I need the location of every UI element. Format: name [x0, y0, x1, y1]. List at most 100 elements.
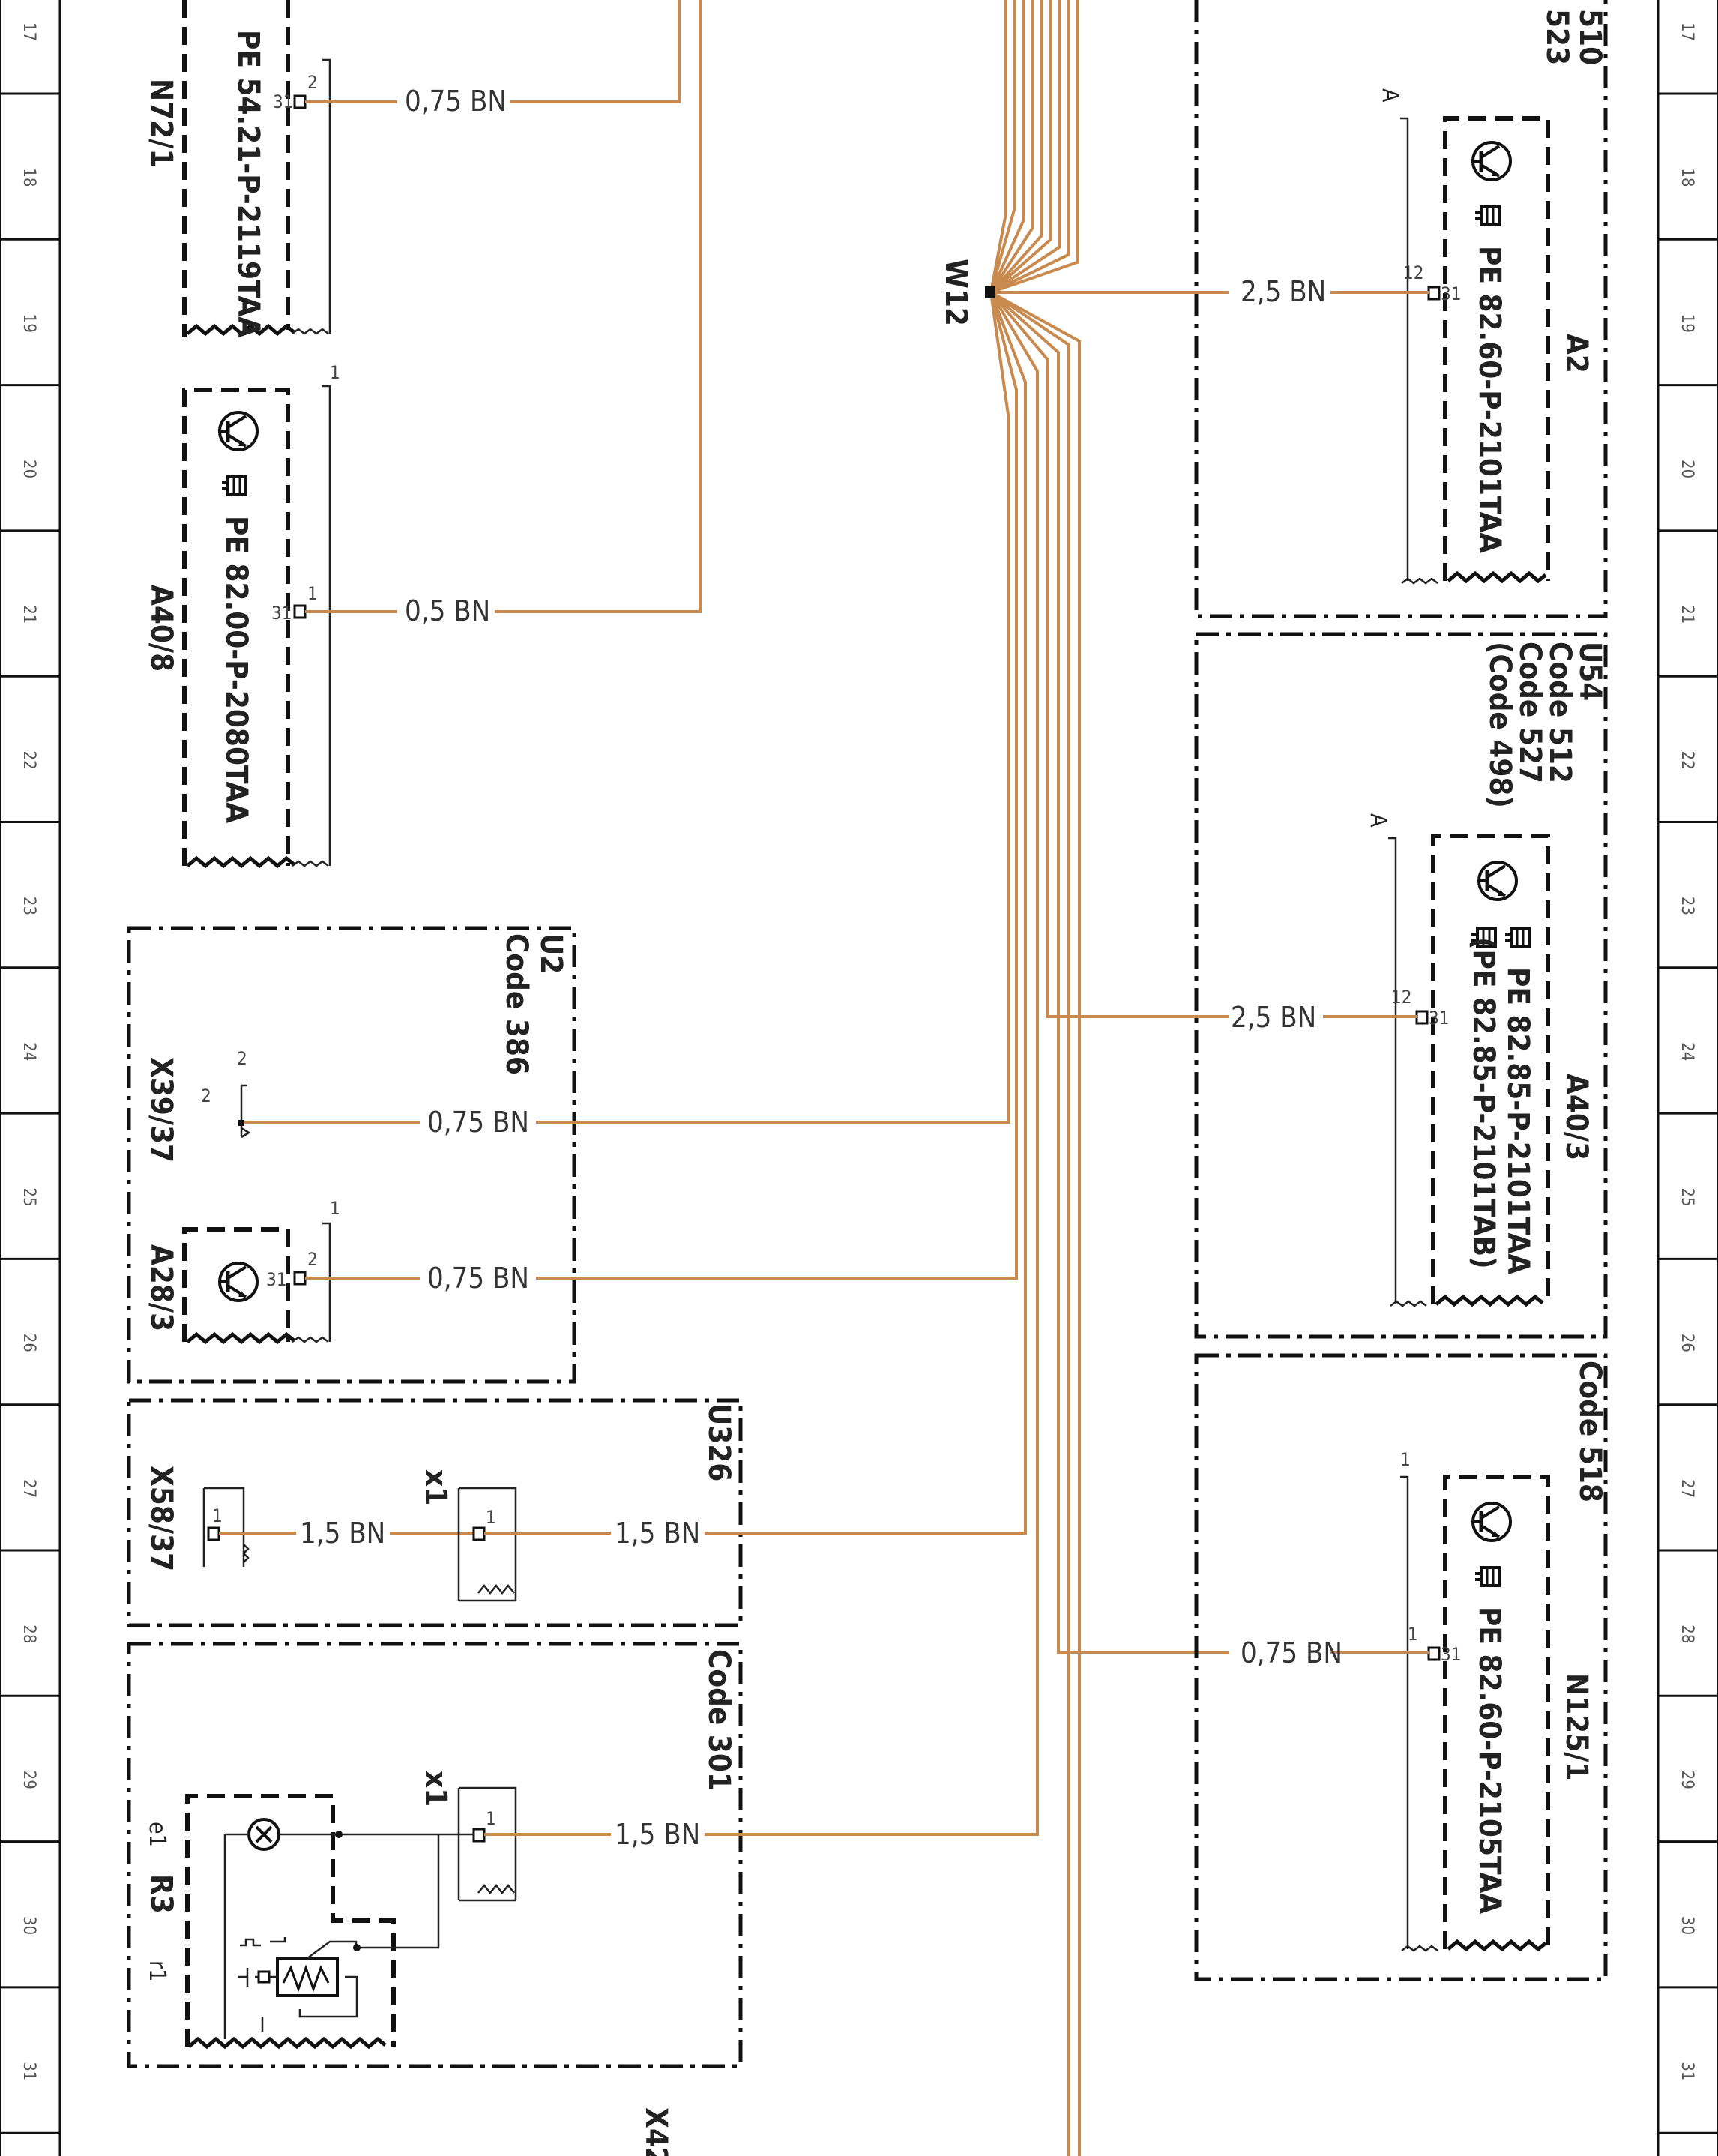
box-code: Code 386 — [499, 933, 534, 1075]
pin-label: 12 — [1403, 262, 1423, 283]
pin-label: 1 — [486, 1507, 496, 1528]
ruler-label: 30 — [19, 1916, 38, 1935]
pin-label: 12 — [1391, 987, 1411, 1008]
ref-label: X39/37 — [144, 1057, 178, 1163]
ruler-label: 25 — [1678, 1187, 1696, 1206]
ref-label: R3 — [144, 1874, 178, 1914]
wire-label: 2,5 BN — [1241, 275, 1326, 308]
wire-label: 2,5 BN — [1231, 1001, 1316, 1034]
wire-label: 0,75 BN — [427, 1262, 529, 1295]
ruler-label: 30 — [1678, 1916, 1696, 1935]
tag-label: A — [1365, 813, 1391, 828]
ruler-label: 29 — [19, 1771, 38, 1789]
wire-label: 1,5 BN — [615, 1818, 700, 1851]
ruler-label: 17 — [19, 22, 38, 41]
ref-label: N125/1 — [1559, 1673, 1594, 1780]
ruler-label: 26 — [19, 1334, 38, 1352]
box-u2: U2 Code 386 2 2 0,75 BN X39/37 31 2 1 0,… — [127, 926, 1016, 1384]
pin-label: 31 — [271, 603, 292, 624]
wire-label: 1,5 BN — [615, 1517, 700, 1550]
pin-label: 31 — [1441, 1644, 1461, 1665]
component-n72-1: 31 2 0,75 BN PE 54.21-P-2119TAA N72/1 — [144, 0, 681, 337]
box-code: Code 518 — [1573, 1361, 1607, 1502]
pin-label: 1 — [330, 1198, 340, 1219]
pin-label: 2 — [237, 1048, 247, 1069]
ruler-label: 21 — [1678, 605, 1696, 624]
ref-label: x1 — [418, 1771, 453, 1807]
ground-label: X42 — [639, 2107, 673, 2156]
box-title: U326 — [702, 1403, 736, 1481]
ruler-label: 27 — [19, 1479, 38, 1498]
ruler-label: 27 — [1678, 1479, 1696, 1498]
right-ruler — [1657, 0, 1718, 2156]
code-label: (Code 498) — [1483, 642, 1517, 808]
ruler-label: 19 — [19, 314, 38, 333]
code-label: Code 527 — [1513, 642, 1547, 783]
ref-label: x1 — [418, 1469, 453, 1505]
pin-label: 1 — [212, 1505, 223, 1526]
pe-label: PE 54.21-P-2119TAA — [231, 30, 265, 337]
ruler-label: 18 — [19, 168, 38, 187]
pin-label: 31 — [273, 91, 293, 112]
pin-label: 1 — [307, 583, 318, 604]
ruler-label: 24 — [19, 1042, 38, 1061]
wire-label: 0,5 BN — [405, 594, 490, 627]
code-label: 510 — [1573, 9, 1607, 65]
ruler-label: 26 — [1678, 1334, 1696, 1352]
ruler-label: 28 — [19, 1624, 38, 1643]
ref-label: A40/8 — [144, 585, 178, 672]
ruler-label: 31 — [19, 2062, 38, 2080]
box-u326: U326 1 1,5 BN X58/37 1 x1 1,5 BN — [127, 1398, 1025, 1627]
ruler-label: 31 — [1678, 2062, 1696, 2080]
ruler-label: 20 — [19, 460, 38, 478]
ref-label: A28/3 — [144, 1244, 178, 1331]
pin-label: 1 — [486, 1808, 496, 1829]
ref-label: A40/3 — [1559, 1074, 1594, 1160]
ruler-label: 29 — [1678, 1771, 1696, 1789]
ruler-label: 22 — [1678, 751, 1696, 770]
wire-label: 0,75 BN — [405, 85, 507, 118]
ruler-label: 18 — [1678, 168, 1696, 187]
box-code: Code 301 — [702, 1649, 736, 1791]
box-title: U2 — [534, 933, 568, 974]
ruler-label: 24 — [1678, 1042, 1696, 1061]
pin-label: 1 — [1400, 1449, 1411, 1470]
ref-label: e1 — [144, 1822, 170, 1847]
pe-label: PE 82.60-P-2101TAA — [1472, 246, 1507, 553]
pin-label: 2 — [201, 1085, 211, 1106]
pe-label: PE 82.85-P-2101TAA — [1501, 967, 1535, 1274]
left-ruler — [0, 0, 61, 2156]
tag-label: A — [1377, 88, 1403, 103]
ruler-label: 23 — [19, 897, 38, 915]
pe-label: PE 82.00-P-2080TAA — [219, 516, 253, 823]
pe-label: PE 82.60-P-2105TAA — [1472, 1607, 1507, 1914]
code-label: 523 — [1540, 9, 1574, 65]
pe-label: (PE 82.85-P-2101TAB) — [1466, 937, 1501, 1269]
pin-label: 1 — [1408, 1624, 1418, 1645]
ruler-label: 17 — [1678, 22, 1696, 41]
component-a40-8: PE 82.00-P-2080TAA A40/8 31 1 1 0,5 BN — [144, 0, 702, 869]
box-a2: 510 523 PE 82.60-P-2101TAA A2 A 2,5 BN 3… — [1194, 0, 1608, 618]
ruler-label: 28 — [1678, 1624, 1696, 1643]
ruler-label: 21 — [19, 605, 38, 624]
pin-label: 1 — [330, 362, 340, 383]
ruler-label: 25 — [19, 1187, 38, 1206]
ruler-label: 20 — [1678, 460, 1696, 478]
harness-label: W12 — [938, 259, 973, 326]
box-code-518: Code 518 PE 82.60-P-2105TAA N125/1 0,75 … — [1194, 1353, 1608, 1981]
wire-label: 1,5 BN — [300, 1517, 385, 1550]
wire-label: 0,75 BN — [427, 1106, 529, 1139]
harness-w12: W12 — [938, 0, 1229, 2156]
ruler-label: 19 — [1678, 314, 1696, 333]
box-u54: U54 Code 512 Code 527 (Code 498) PE 82.8… — [1048, 632, 1608, 1339]
pin-label: 31 — [1441, 283, 1461, 304]
ref-label: X58/37 — [144, 1466, 178, 1571]
ref-label: A2 — [1559, 334, 1594, 373]
pin-label: 31 — [1429, 1008, 1449, 1029]
pin-label: 2 — [307, 1249, 318, 1270]
wire-label: 0,75 BN — [1241, 1636, 1342, 1669]
pin-label: 2 — [307, 72, 318, 93]
ref-label: r1 — [144, 1960, 170, 1981]
